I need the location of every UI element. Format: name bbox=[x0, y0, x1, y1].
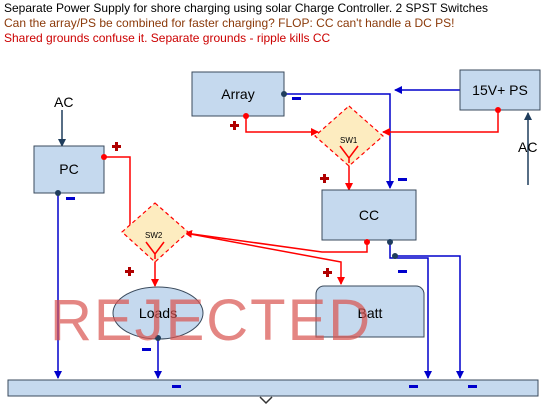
ac-right-label: AC bbox=[518, 139, 537, 155]
minus-icon bbox=[409, 385, 418, 388]
sw2-junction-icon bbox=[145, 241, 165, 259]
cc-label: CC bbox=[359, 207, 379, 223]
array-box bbox=[191, 71, 285, 117]
header-line-1: Separate Power Supply for shore charging… bbox=[4, 1, 489, 15]
pc-box bbox=[33, 145, 105, 194]
pc-pos-terminal bbox=[101, 154, 107, 160]
sw2-label: SW2 bbox=[145, 231, 163, 240]
sw1-junction-icon bbox=[339, 145, 359, 163]
plus-icon bbox=[230, 121, 239, 130]
cc-pos-terminal bbox=[364, 239, 370, 245]
pc-neg-terminal bbox=[55, 190, 61, 196]
plus-icon bbox=[323, 268, 332, 277]
ps-label: 15V+ PS bbox=[472, 82, 528, 98]
ps-pos-terminal bbox=[495, 107, 501, 113]
loads-neg-terminal bbox=[155, 335, 161, 341]
array-neg-terminal bbox=[281, 91, 287, 97]
array-pos-terminal bbox=[243, 113, 249, 119]
batt-label: Batt bbox=[358, 305, 383, 321]
header-line-2: Can the array/PS be combined for faster … bbox=[4, 16, 455, 30]
batt-box bbox=[315, 285, 425, 338]
cc-to-sw2-wire bbox=[184, 229, 368, 253]
minus-icon bbox=[398, 178, 407, 181]
loads-label: Loads bbox=[139, 305, 177, 321]
header-line-3: Shared grounds confuse it. Separate grou… bbox=[4, 31, 331, 45]
ground-bus-bar bbox=[7, 379, 539, 397]
pc-label: PC bbox=[59, 161, 78, 177]
batt-neg-terminal bbox=[392, 253, 398, 259]
array-label: Array bbox=[221, 86, 254, 102]
array-neg-wire bbox=[284, 93, 394, 189]
plus-icon bbox=[320, 174, 329, 183]
sw2-to-batt-wire bbox=[184, 232, 345, 285]
cc-neg-wire bbox=[389, 240, 432, 379]
plus-icon bbox=[112, 142, 121, 151]
minus-icon bbox=[66, 197, 75, 200]
minus-icon bbox=[172, 385, 181, 388]
sw2-switch bbox=[121, 202, 189, 263]
array-pos-wire bbox=[245, 116, 319, 136]
ps-pos-wire bbox=[382, 110, 499, 136]
cc-box bbox=[321, 189, 417, 241]
sw1-switch bbox=[314, 105, 384, 167]
minus-icon bbox=[468, 385, 477, 388]
ps-box bbox=[459, 69, 541, 111]
minus-icon bbox=[142, 348, 151, 351]
bus-bar-chevron-icon bbox=[259, 396, 273, 405]
minus-icon bbox=[398, 270, 407, 273]
batt-neg-wire bbox=[395, 255, 464, 379]
sw1-label: SW1 bbox=[340, 136, 358, 145]
minus-icon bbox=[292, 97, 301, 100]
ac-left-label: AC bbox=[54, 94, 73, 110]
rejected-stamp: REJECTED bbox=[50, 288, 372, 353]
plus-icon bbox=[125, 267, 134, 276]
cc-neg-terminal bbox=[387, 239, 393, 245]
